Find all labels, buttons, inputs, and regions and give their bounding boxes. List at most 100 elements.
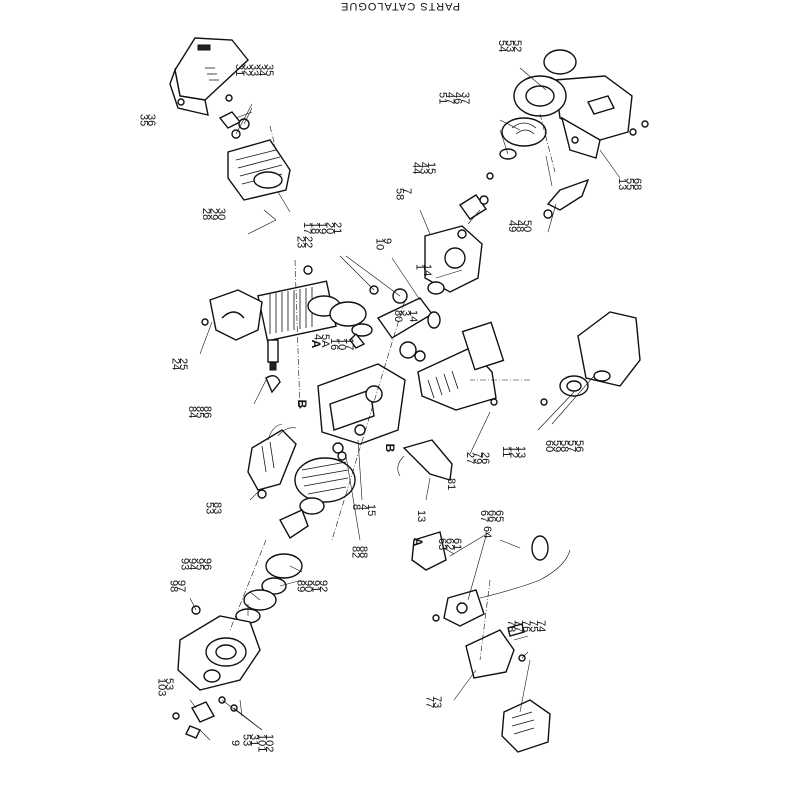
part-number-label: 30	[215, 208, 227, 220]
ignition-module	[247, 423, 297, 499]
part-number-label: 35	[138, 114, 150, 126]
part-number-label: 77	[424, 696, 436, 708]
part-number-label: 1	[414, 264, 426, 270]
part-number-label: 34	[256, 64, 268, 76]
part-number-label: 86	[201, 406, 213, 418]
marker-a-lower: A	[411, 538, 425, 547]
part-number-label: 31	[248, 734, 260, 746]
part-number-label: 43	[418, 162, 430, 174]
part-number-label: 65	[493, 510, 505, 522]
part-number-label: 102	[263, 734, 275, 752]
part-number-label: 7	[401, 188, 413, 194]
part-number-label: 76	[520, 620, 532, 632]
callout-group: 9	[229, 740, 241, 746]
callout-group: 758	[394, 188, 414, 200]
part-number-label: 9	[381, 238, 393, 244]
part-number-label: 18	[309, 222, 321, 234]
part-number-label: 10	[374, 238, 386, 250]
part-number-label: 48	[514, 220, 526, 232]
part-number-label: 93	[179, 558, 191, 570]
part-number-label: 20	[324, 222, 336, 234]
callout-group: 141	[414, 264, 434, 276]
part-number-label: 54	[496, 40, 508, 52]
part-number-label: 22	[302, 236, 314, 248]
part-number-label: 92	[317, 580, 329, 592]
gear-case-hardware	[172, 696, 243, 739]
part-number-label: 13	[515, 446, 527, 458]
part-number-label: 44	[410, 162, 422, 174]
part-number-label: 58	[558, 440, 570, 452]
recoil-pulley	[486, 49, 577, 180]
part-number-label: 98	[168, 580, 180, 592]
carburetor	[411, 531, 485, 627]
part-number-label: 61	[451, 538, 463, 550]
main-crankcase	[317, 363, 406, 454]
part-number-label: 84	[186, 406, 198, 418]
starter-housing	[554, 75, 649, 159]
part-number-label: 17	[301, 222, 313, 234]
part-number-label: 95	[194, 558, 206, 570]
part-number-label: 82	[350, 546, 362, 558]
ignition-coil	[397, 439, 453, 501]
filter-clip-parts	[218, 94, 250, 139]
part-number-label: 62	[444, 538, 456, 550]
part-number-label: 53	[241, 734, 253, 746]
part-number-label: 56	[573, 440, 585, 452]
part-number-label: 51	[437, 92, 449, 104]
part-number-label: 85	[194, 406, 206, 418]
part-number-label: 15	[425, 162, 437, 174]
part-number-label: 94	[186, 558, 198, 570]
part-number-label: 66	[486, 510, 498, 522]
part-number-label: 74	[535, 620, 547, 632]
part-number-label: 88	[357, 546, 369, 558]
part-number-label: 19	[316, 222, 328, 234]
part-number-label: 16	[328, 338, 340, 350]
part-number-label: 35	[263, 64, 275, 76]
part-number-label: 8	[350, 504, 362, 510]
spark-plug	[265, 339, 281, 394]
part-number-label: 53	[504, 40, 516, 52]
part-number-label: 27	[464, 452, 476, 464]
part-number-label: 23	[295, 236, 307, 248]
part-number-label: 37	[459, 92, 471, 104]
callout-group: 81	[445, 478, 457, 490]
marker-b-right: B	[383, 444, 397, 453]
part-number-label: 13	[616, 178, 628, 190]
part-number-label: 73	[431, 696, 443, 708]
part-number-label: 52	[511, 40, 523, 52]
throttle-cable	[479, 535, 571, 599]
leader-lines	[189, 67, 621, 741]
part-number-label: 4	[312, 334, 324, 340]
callout-group: 13	[415, 510, 427, 522]
part-number-label: 97	[175, 580, 187, 592]
part-number-label: 59	[551, 440, 563, 452]
part-number-label: 28	[200, 208, 212, 220]
part-number-label: 50	[521, 220, 533, 232]
part-number-label: 25	[177, 358, 189, 370]
piston-assembly	[329, 285, 379, 349]
part-number-label: 17	[343, 338, 355, 350]
part-number-label: 91	[310, 580, 322, 592]
cylinder-shroud	[201, 289, 263, 341]
part-number-label: 96	[201, 558, 213, 570]
